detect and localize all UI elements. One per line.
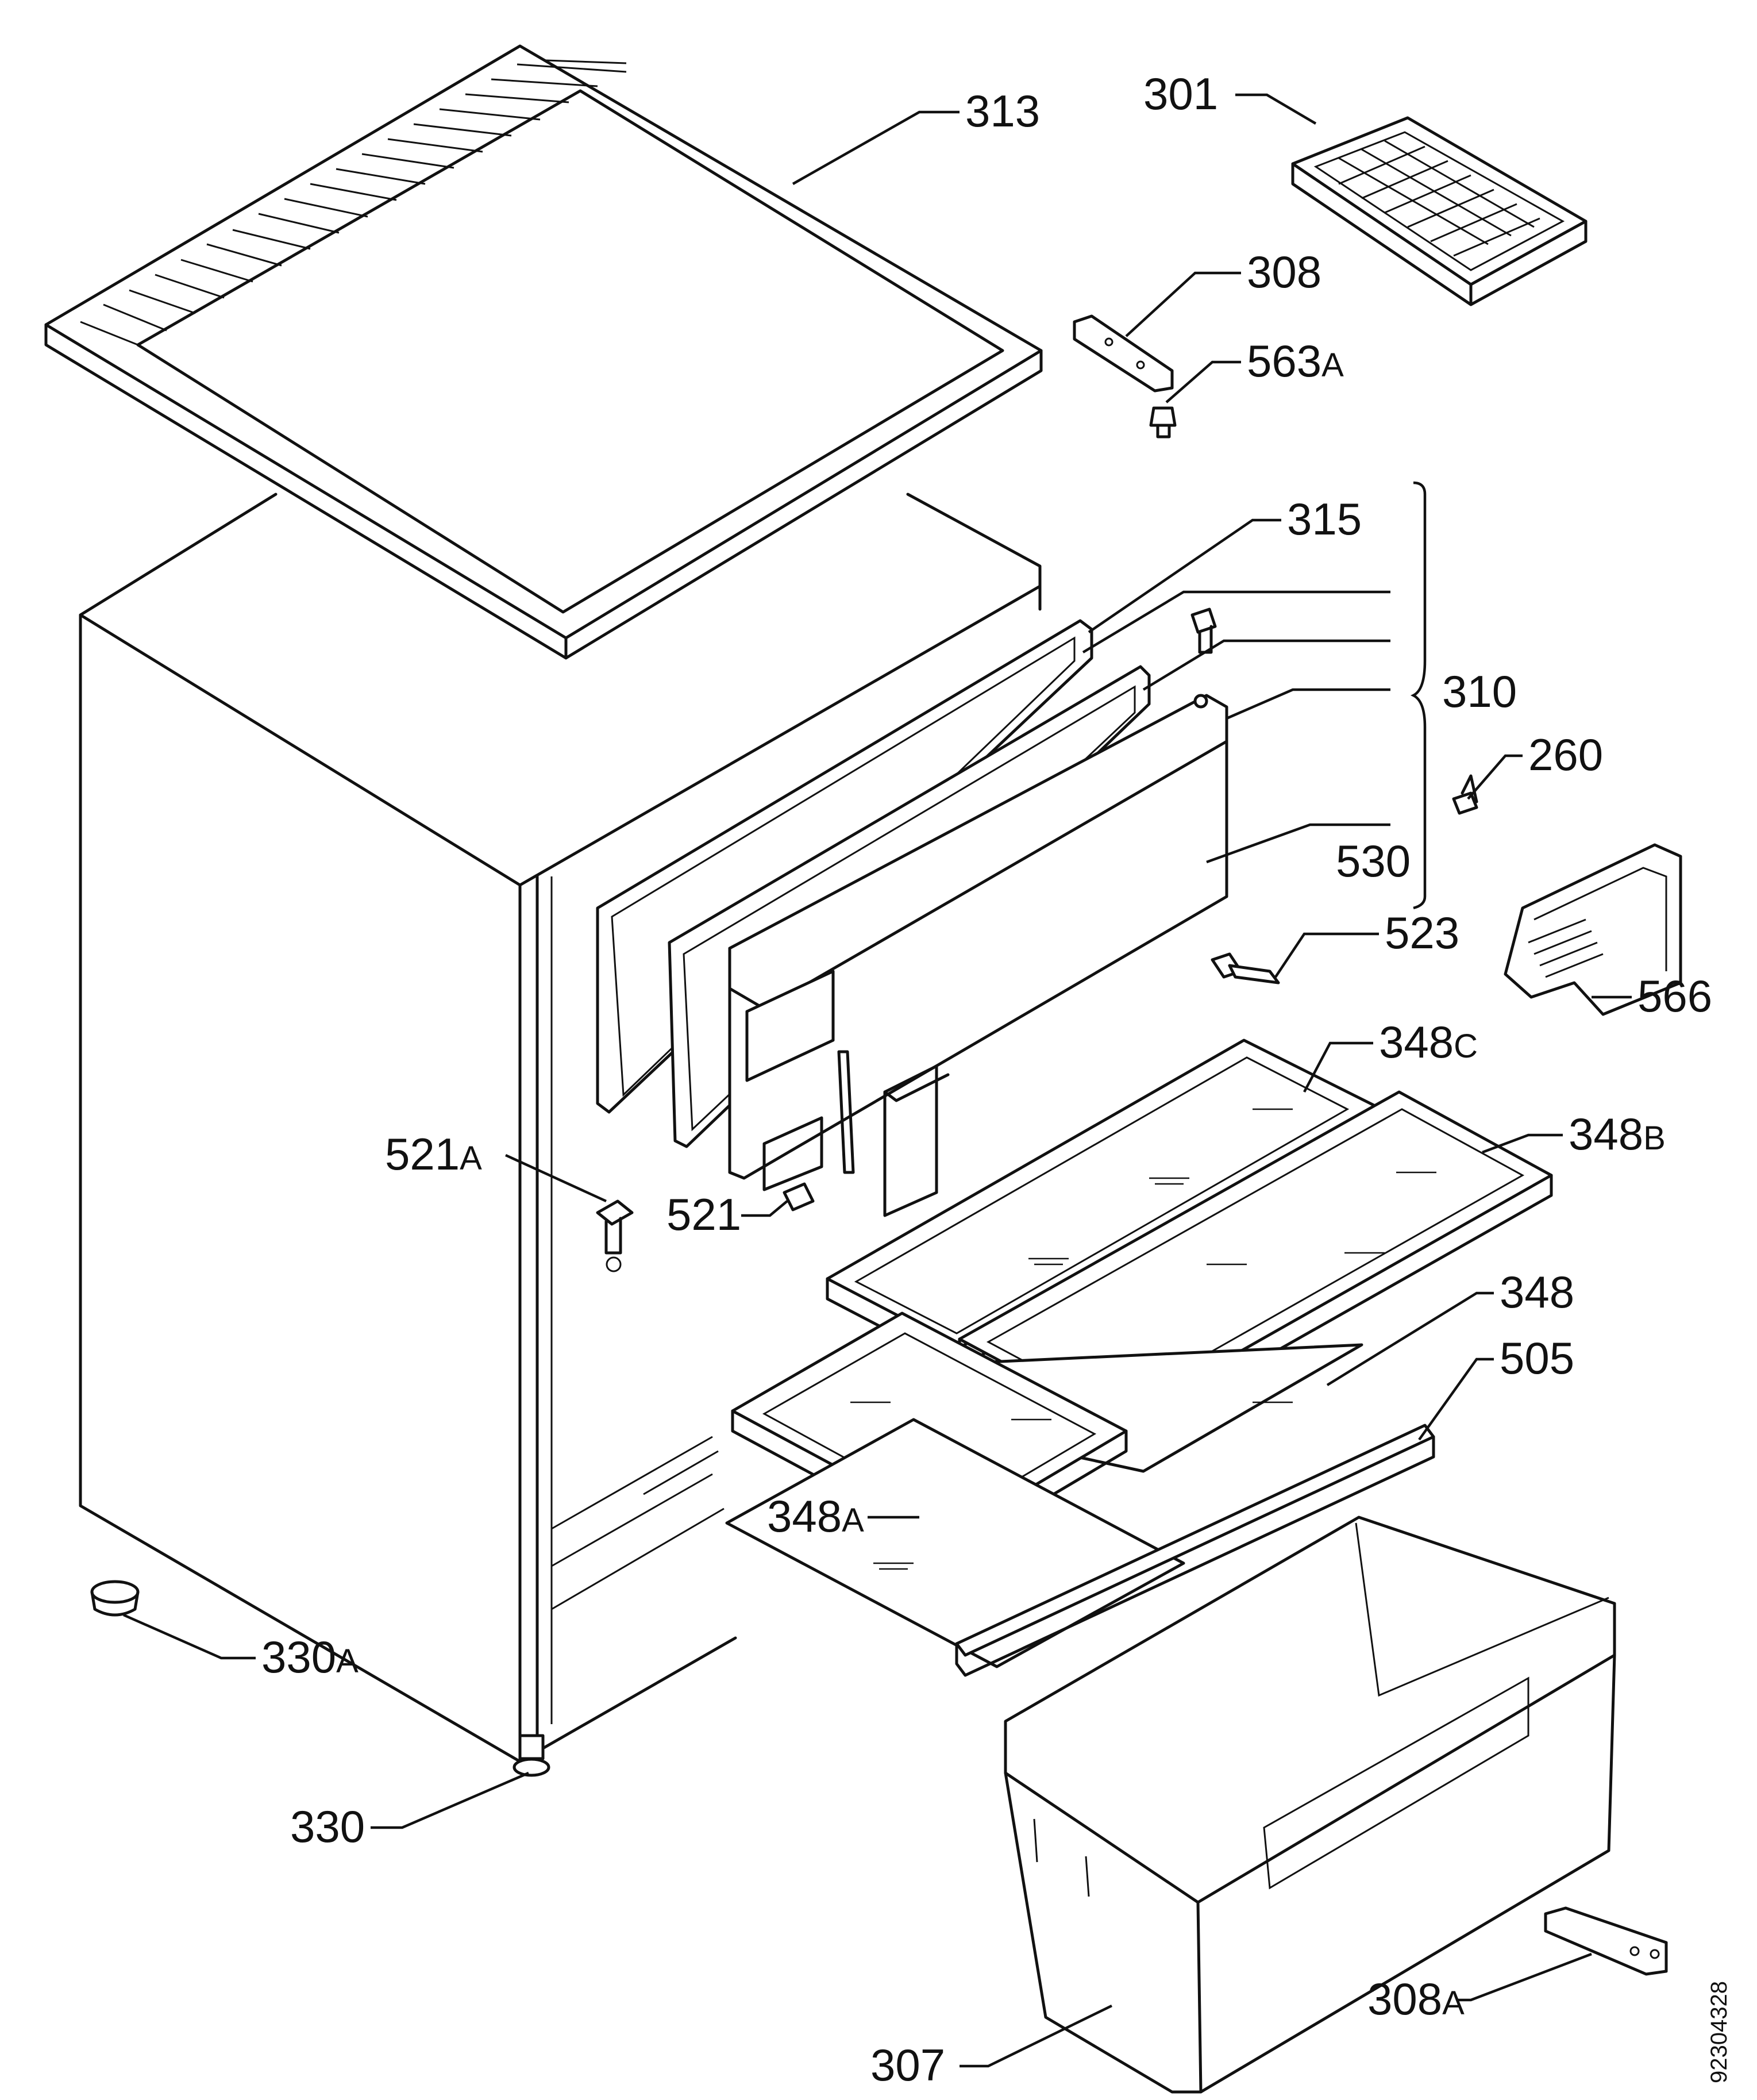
callout-521: 521 xyxy=(666,1189,741,1240)
leader-lines xyxy=(123,93,1632,2068)
ice-tray-301 xyxy=(1291,116,1588,306)
latch-521a xyxy=(596,1199,634,1272)
ice-scraper-566 xyxy=(1504,843,1682,1016)
worktop-313 xyxy=(44,44,1043,660)
support-523 xyxy=(1211,952,1280,984)
callout-315: 315 xyxy=(1287,494,1362,544)
stop-521 xyxy=(783,1182,815,1211)
foot-330 xyxy=(513,1734,550,1777)
door-pin-315 xyxy=(1190,607,1217,654)
callout-313: 313 xyxy=(965,86,1040,136)
callout-563a: 563A xyxy=(1247,336,1344,386)
callout-348a: 348A xyxy=(767,1491,864,1541)
callout-530: 530 xyxy=(1336,836,1411,886)
freezer-door-assembly-310 xyxy=(596,619,1228,1217)
foot-330a xyxy=(90,1580,140,1617)
worktop-vent-grille xyxy=(80,59,627,346)
callout-308a: 308A xyxy=(1367,1974,1465,2024)
callout-330a: 330A xyxy=(261,1632,359,1682)
callout-521a: 521A xyxy=(385,1129,482,1179)
callout-330: 330 xyxy=(290,1801,365,1852)
callout-308: 308 xyxy=(1247,247,1321,297)
crisper-drawer-307 xyxy=(1004,1516,1616,2094)
callout-523: 523 xyxy=(1385,907,1459,958)
callout-566: 566 xyxy=(1637,971,1712,1021)
callout-301: 301 xyxy=(1143,68,1218,119)
clip-260 xyxy=(1452,774,1478,815)
strip-505 xyxy=(955,1424,1435,1677)
hinge-bracket-308a xyxy=(1544,1906,1668,1976)
callout-348b: 348B xyxy=(1569,1109,1666,1159)
callout-310: 310 xyxy=(1442,666,1517,717)
document-number: 92304328 xyxy=(1706,1981,1732,2083)
screw-563a xyxy=(1149,406,1177,439)
callout-307: 307 xyxy=(870,2040,945,2090)
callout-348c: 348C xyxy=(1379,1017,1478,1067)
callout-labels: 313 301 308 563A 315 310 260 530 523 566… xyxy=(261,68,1712,2090)
callout-260: 260 xyxy=(1528,729,1603,780)
callout-348: 348 xyxy=(1500,1267,1574,1317)
hinge-bracket-308 xyxy=(1073,314,1174,393)
callout-505: 505 xyxy=(1500,1333,1574,1383)
